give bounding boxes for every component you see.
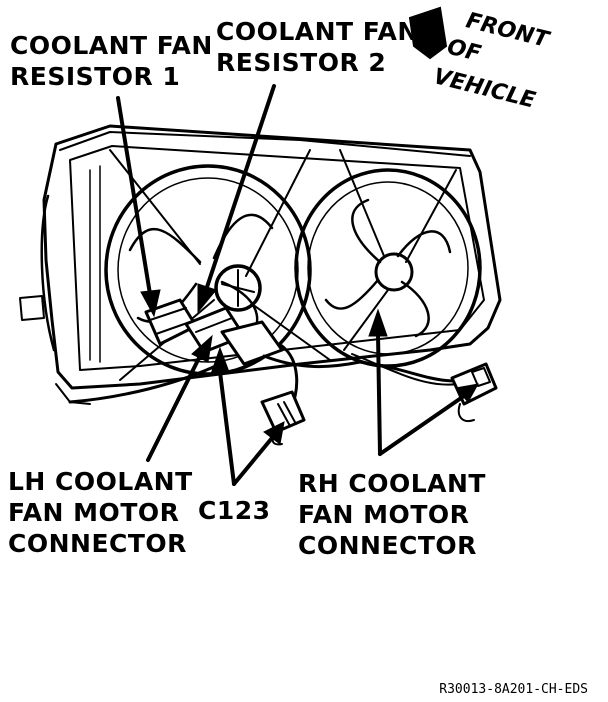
label-line: OF xyxy=(444,34,484,67)
arrow-rh-connector-a xyxy=(368,308,388,337)
rh-fan-ring xyxy=(294,168,482,368)
front-arrow-icon xyxy=(408,6,448,60)
label-coolant-fan-resistor-1: COOLANT FAN RESISTOR 1 xyxy=(10,30,213,92)
leader-lh-connector xyxy=(146,354,202,462)
lh-fan-ring xyxy=(104,164,312,376)
label-lh-coolant-fan-motor-connector: LH COOLANT FAN MOTOR CONNECTOR xyxy=(8,466,193,559)
label-line: CONNECTOR xyxy=(8,529,187,558)
radiator-tank-left xyxy=(40,194,56,352)
arrow-c123-a xyxy=(210,346,230,375)
arrow-rh-connector-b xyxy=(455,383,479,403)
label-line: COOLANT FAN xyxy=(10,31,213,60)
label-line: RESISTOR 2 xyxy=(216,48,387,77)
lh-fan-motor xyxy=(214,264,262,312)
leader-rh-connector-b xyxy=(378,394,466,456)
leader-resistor-1 xyxy=(116,96,152,296)
label-line: CONNECTOR xyxy=(298,531,477,560)
leader-c123-b xyxy=(232,436,274,486)
label-line: RH COOLANT xyxy=(298,469,486,498)
label-c123: C123 xyxy=(198,496,271,525)
label-rh-coolant-fan-motor-connector: RH COOLANT FAN MOTOR CONNECTOR xyxy=(298,468,486,561)
rh-fan-motor xyxy=(374,252,414,292)
label-line: COOLANT FAN xyxy=(216,17,419,46)
arrow-resistor-2 xyxy=(197,283,217,314)
label-coolant-fan-resistor-2: COOLANT FAN RESISTOR 2 xyxy=(216,16,419,78)
arrow-lh-connector xyxy=(191,334,213,363)
arrow-resistor-1 xyxy=(140,289,161,318)
leader-rh-connector-a xyxy=(376,332,382,456)
reference-code: R30013-8A201-CH-EDS xyxy=(439,682,588,697)
leader-resistor-2 xyxy=(204,84,276,292)
radiator-top-rail xyxy=(59,131,471,157)
rh-fan-blades xyxy=(324,198,452,338)
arrow-c123-b xyxy=(263,421,285,445)
label-line: LH COOLANT xyxy=(8,467,193,496)
label-line: FAN MOTOR xyxy=(8,498,180,527)
label-line: RESISTOR 1 xyxy=(10,62,181,91)
c123-connector xyxy=(220,320,284,366)
label-line: FAN MOTOR xyxy=(298,500,470,529)
label-line: VEHICLE xyxy=(430,64,538,114)
lh-fan-blades xyxy=(128,213,274,344)
radiator-frame xyxy=(42,124,502,390)
leader-c123-a xyxy=(218,370,236,486)
